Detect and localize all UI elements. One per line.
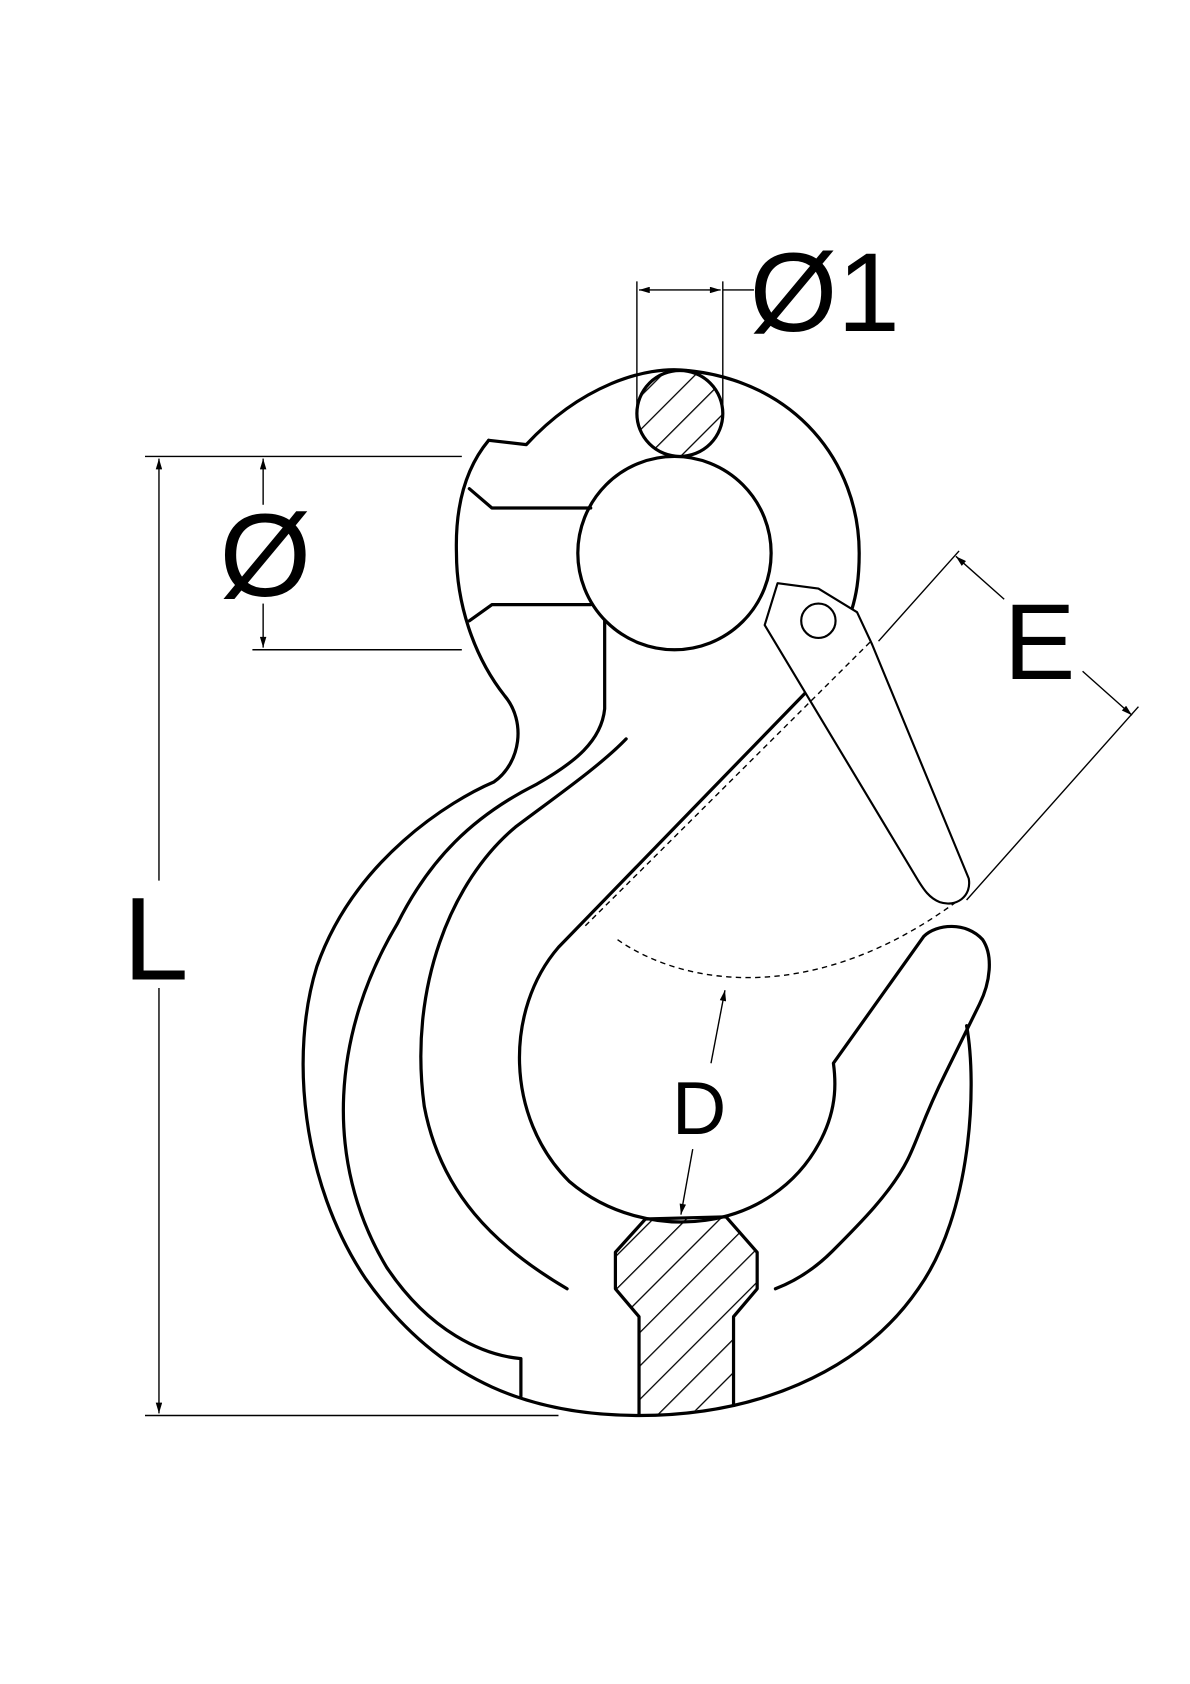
label-l: L	[123, 873, 189, 1005]
hook-outer-outline	[301, 438, 973, 1418]
extension-line	[966, 706, 1139, 901]
eye-slot-upper	[467, 487, 593, 510]
dimension-l: L	[123, 455, 559, 1417]
pin-circle	[576, 454, 773, 652]
hook-section-hatched	[613, 1215, 759, 1416]
label-eye-diameter: Ø	[219, 490, 311, 622]
hook-throat-and-tip	[517, 691, 991, 1291]
dimension-line	[679, 1149, 694, 1215]
hidden-line	[584, 641, 871, 927]
dimension-line	[1082, 670, 1133, 716]
link-section-hatched	[635, 368, 725, 459]
dimension-pin-diameter: Ø1	[636, 229, 900, 414]
safety-latch	[763, 582, 971, 905]
hook-body	[301, 368, 991, 1418]
hook-groove-inner	[419, 737, 628, 1291]
label-d: D	[672, 1066, 726, 1150]
hidden-line	[617, 901, 957, 979]
dimension-line	[955, 555, 1005, 600]
dimension-d: D	[672, 990, 727, 1215]
extension-line	[878, 550, 960, 642]
dimension-e: E	[878, 550, 1139, 901]
latch-body	[763, 582, 971, 905]
dimension-line	[710, 990, 727, 1064]
eye-slot-lower	[467, 603, 593, 623]
eye-outline	[487, 368, 861, 612]
hook-groove-outer	[341, 619, 607, 1398]
label-e: E	[1004, 582, 1076, 702]
dimension-eye-diameter: Ø	[219, 458, 462, 651]
label-pin-diameter: Ø1	[750, 229, 900, 355]
latch-pivot-icon	[800, 602, 837, 640]
